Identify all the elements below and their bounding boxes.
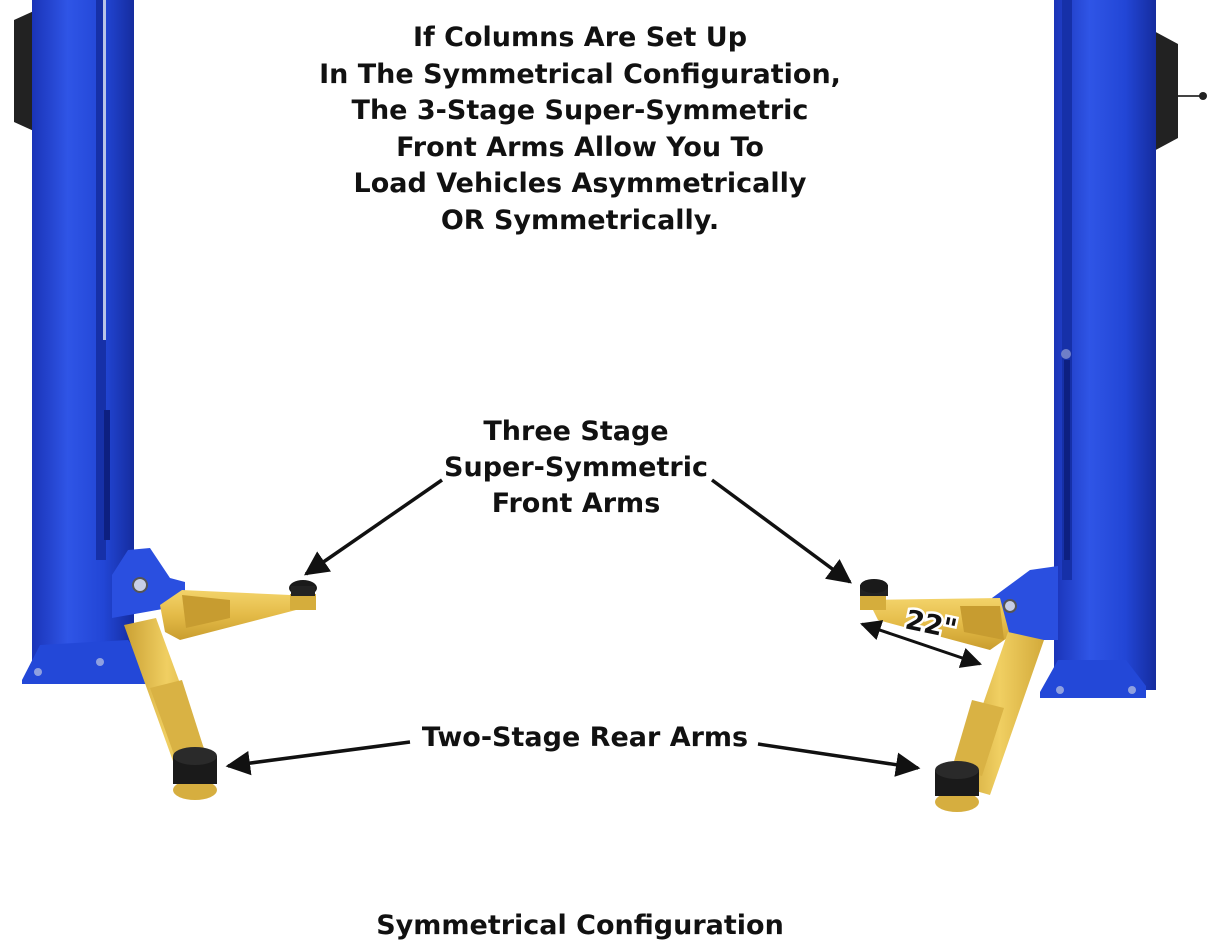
front-arms-label-line: Front Arms <box>491 488 661 519</box>
right-bolt <box>1056 686 1064 694</box>
heading-line: The 3-Stage Super-Symmetric <box>351 95 809 126</box>
heading-line: In The Symmetrical Configuration, <box>319 58 841 90</box>
left-front-pad-side <box>291 586 315 596</box>
left-bolt <box>34 668 42 676</box>
left-post <box>32 0 134 665</box>
right-post-channel <box>1062 0 1072 580</box>
right-carriage-bracket <box>992 566 1058 640</box>
right-carriage-cover <box>1152 30 1178 152</box>
front-arms-label-line: Super-Symmetric <box>444 452 708 483</box>
left-front-arm <box>160 580 317 640</box>
arrow-front-right <box>710 478 852 584</box>
left-post-channel <box>96 0 106 560</box>
heading-line: Front Arms Allow You To <box>396 131 764 163</box>
left-rear-arm-stage <box>150 680 205 760</box>
arrow-front-left <box>303 478 443 576</box>
heading-line: OR Symmetrically. <box>440 204 720 236</box>
right-lock-knob <box>1199 92 1207 100</box>
right-front-pad-mount <box>860 594 886 610</box>
left-cable <box>103 0 106 340</box>
right-front-pad <box>860 579 888 593</box>
right-slot <box>1064 360 1070 560</box>
left-rear-pad-base <box>173 780 217 800</box>
arrow-rear-right <box>757 742 921 777</box>
right-rear-pad-base <box>935 792 979 812</box>
left-front-arm-stage <box>182 595 230 628</box>
left-base-plate <box>22 640 150 684</box>
heading-line: Load Vehicles Asymmetrically <box>353 168 807 199</box>
left-slot <box>104 410 110 540</box>
left-column <box>14 0 185 684</box>
right-rear-pad <box>935 761 979 779</box>
heading-text: If Columns Are Set Up In The Symmetrical… <box>300 20 860 239</box>
rear-arms-label: Two-Stage Rear Arms <box>421 722 749 753</box>
configuration-caption: Symmetrical Configuration <box>376 910 784 941</box>
right-bolt <box>1128 686 1136 694</box>
right-pivot-pin <box>1003 599 1017 613</box>
front-arms-label: Three Stage Super-Symmetric Front Arms <box>436 414 716 522</box>
right-column <box>992 0 1207 698</box>
callout-arrows <box>225 478 921 777</box>
left-front-pad-mount <box>290 594 316 610</box>
left-rear-arm <box>124 618 217 800</box>
left-bolt <box>96 658 104 666</box>
heading-line: If Columns Are Set Up <box>412 22 748 53</box>
right-stud <box>1061 349 1071 359</box>
left-pivot-pin <box>132 577 148 593</box>
right-rear-arm-stage <box>952 700 1004 776</box>
dimension-arrow <box>860 620 982 668</box>
right-base-plate <box>1040 660 1146 698</box>
left-carriage-cover <box>14 10 36 132</box>
arrow-rear-left <box>225 740 411 776</box>
front-arms-label-line: Three Stage <box>483 416 669 447</box>
left-rear-pad <box>173 747 217 765</box>
right-rear-arm <box>935 632 1044 812</box>
